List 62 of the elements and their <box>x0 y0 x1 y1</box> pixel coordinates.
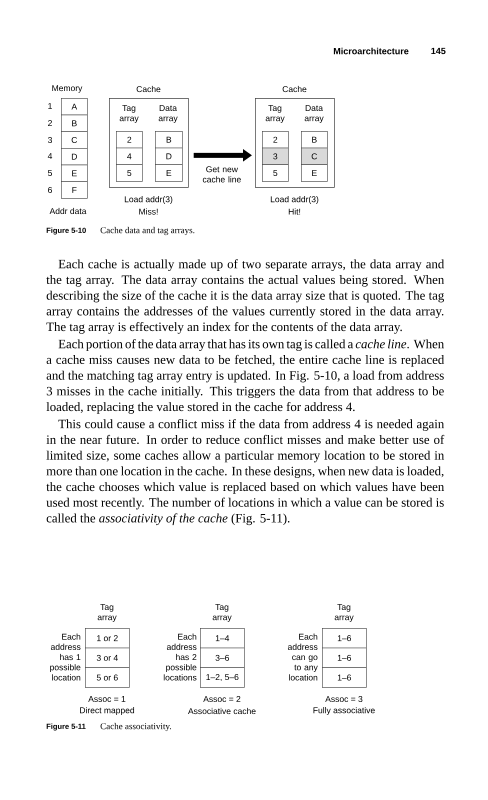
array-cell: B <box>301 131 328 148</box>
address-number: 3 <box>48 137 52 143</box>
array-cell: F <box>61 181 88 199</box>
column-caption: Assoc = 3 <box>325 696 362 702</box>
column-caption: Associative cache <box>188 708 256 714</box>
edge-label: Get new cache line <box>196 165 247 184</box>
array-cell: C <box>61 131 88 149</box>
array-cell: 3 <box>262 148 289 165</box>
box-caption: Hit! <box>288 208 300 215</box>
body-paragraph: Each portion of the data array that has its own tag is called a cache line. When a cache miss causes new data to be fetched, the entire cache line is replaced and the matching tag array entry is updated. In Fig. 5-10, a load from address 3 misses in the cache initially. This triggers the data from that address to be loaded, replacing the value stored in the cache for address 4. <box>46 339 444 414</box>
array-cell: 3–6 <box>200 648 245 668</box>
running-header: Microarchitecture <box>334 48 408 54</box>
array-cell: 4 <box>116 148 143 165</box>
address-number: 5 <box>48 170 52 176</box>
array-cell: 5 <box>116 164 143 182</box>
column-caption: Assoc = 2 <box>203 696 240 702</box>
box-heading: Cache <box>136 86 160 92</box>
array-cell: B <box>155 131 183 148</box>
column-heading: Tag array <box>266 105 285 123</box>
array-cell: 5 <box>262 164 289 182</box>
column-heading: Memory <box>52 85 82 93</box>
address-number: 2 <box>48 120 52 126</box>
array-cell: 1–2, 5–6 <box>200 667 245 688</box>
array-cell: 3 or 4 <box>85 648 130 668</box>
side-note: Each address has 2 possible locations <box>164 633 196 681</box>
page-number: 145 <box>431 48 446 54</box>
address-number: 6 <box>48 187 52 193</box>
column-heading: Data array <box>304 105 324 123</box>
figure-caption: Cache associativity. <box>100 722 172 732</box>
array-cell: 5 or 6 <box>85 667 130 688</box>
box-caption: Miss! <box>139 208 158 215</box>
figure-caption: Cache data and tag arrays. <box>100 226 194 236</box>
array-cell: 1–6 <box>322 648 367 668</box>
array-cell: E <box>155 164 183 182</box>
column-caption: Fully associative <box>314 707 375 715</box>
column-caption: Assoc = 1 <box>88 696 126 702</box>
box-caption: Load addr(3) <box>124 196 172 204</box>
array-cell: D <box>155 148 183 165</box>
box-caption: Load addr(3) <box>270 196 318 204</box>
address-number: 1 <box>48 103 52 109</box>
array-cell: B <box>61 114 88 132</box>
column-heading: Tag array <box>120 105 139 123</box>
body-paragraph: Each cache is actually made up of two separate arrays, the data array and the tag array. The data array contains the actual values being stored. When describing the size of the cache it is the data array size that is quoted. The tag array contains the addresses of the values currently stored in the data array. The tag array is effectively an index for the contents of the data array. <box>46 259 444 334</box>
address-number: 4 <box>48 153 52 159</box>
column-caption: Addr data <box>50 208 86 214</box>
array-cell: 1–6 <box>322 628 367 648</box>
array-cell: A <box>61 98 88 116</box>
body-paragraph: This could cause a conflict miss if the data from address 4 is needed again in the near future. In order to reduce conflict misses and make better use of limited size, some caches allow a particular memory location to be stored in more than one location in the cache. In these designs, when new data is loaded, the cache chooses which value is replaced based on which values have been used most recently. The number of locations in which a value can be stored is called the associativity of the cache (Fig. 5-11). <box>46 419 444 526</box>
array-cell: D <box>61 148 88 166</box>
array-cell: 2 <box>116 131 143 148</box>
column-caption: Direct mapped <box>80 707 134 715</box>
array-cell: 2 <box>262 131 289 148</box>
column-heading: Data array <box>158 105 178 123</box>
array-cell: 1–4 <box>200 628 245 648</box>
array-cell: E <box>301 164 328 182</box>
array-cell: E <box>61 164 88 182</box>
array-cell: C <box>301 148 328 165</box>
side-note: Each address can go to any location <box>288 633 318 681</box>
box-heading: Cache <box>282 86 306 92</box>
array-cell: 1 or 2 <box>85 628 130 648</box>
side-note: Each address has 1 possible location <box>50 633 80 681</box>
array-cell: 1–6 <box>322 667 367 688</box>
